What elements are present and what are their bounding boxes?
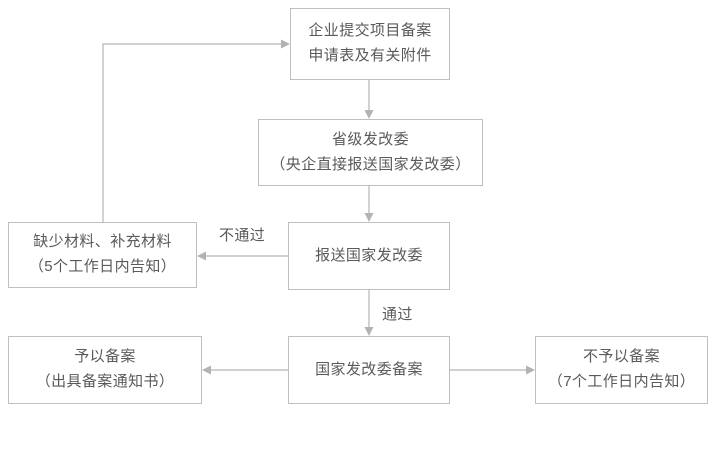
node-rejected-record[interactable]: 不予以备案 （7个工作日内告知） — [535, 336, 708, 404]
connector-missing-to-submit-loop — [102, 39, 290, 222]
node-submit-application[interactable]: 企业提交项目备案 申请表及有关附件 — [290, 8, 450, 80]
node-rejected-record-line1: 不予以备案 — [582, 348, 660, 366]
connector-provincial-to-national — [364, 186, 374, 222]
node-approved-record-line1: 予以备案 — [74, 348, 136, 366]
node-provincial-ndrc[interactable]: 省级发改委 （央企直接报送国家发改委） — [258, 119, 483, 186]
connector-national-to-record — [364, 290, 374, 336]
connector-national-to-missing — [197, 251, 288, 261]
edge-label-pass: 通过 — [380, 303, 415, 324]
edge-label-fail: 不通过 — [217, 224, 268, 245]
node-missing-materials-line1: 缺少材料、补充材料 — [33, 233, 172, 251]
node-submit-application-line1: 企业提交项目备案 — [308, 22, 432, 40]
connector-submit-to-provincial — [364, 80, 374, 119]
node-missing-materials[interactable]: 缺少材料、补充材料 （5个工作日内告知） — [8, 222, 197, 288]
node-rejected-record-line2: （7个工作日内告知） — [547, 373, 696, 390]
connector-record-to-approved — [202, 365, 288, 375]
node-national-ndrc-record[interactable]: 国家发改委备案 — [288, 336, 450, 404]
node-submit-application-line2: 申请表及有关附件 — [308, 47, 432, 64]
node-provincial-ndrc-line2: （央企直接报送国家发改委） — [270, 155, 471, 173]
node-national-ndrc-record-line1: 国家发改委备案 — [315, 360, 423, 378]
node-submit-to-national-ndrc[interactable]: 报送国家发改委 — [288, 222, 450, 290]
node-approved-record[interactable]: 予以备案 （出具备案通知书） — [8, 336, 202, 404]
connector-record-to-rejected — [450, 365, 535, 375]
node-submit-to-national-ndrc-line1: 报送国家发改委 — [315, 246, 423, 264]
node-provincial-ndrc-line1: 省级发改委 — [331, 130, 409, 148]
node-approved-record-line2: （出具备案通知书） — [35, 373, 175, 390]
node-missing-materials-line2: （5个工作日内告知） — [28, 258, 177, 275]
